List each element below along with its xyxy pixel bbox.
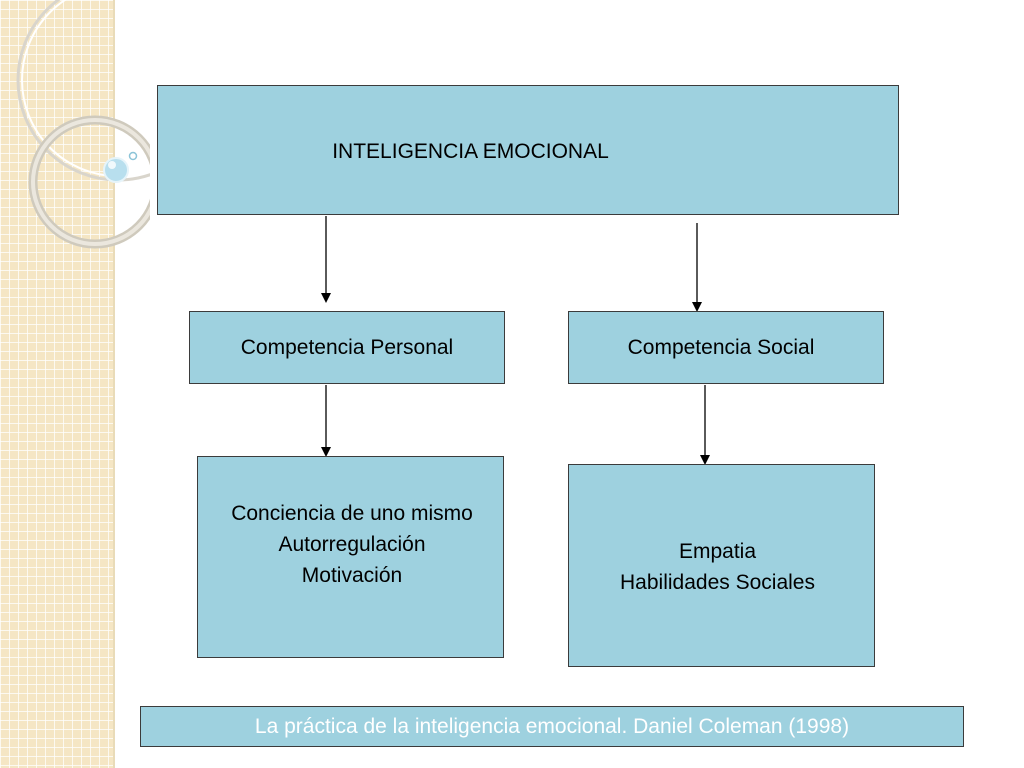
- citation-text: La práctica de la inteligencia emocional…: [254, 715, 850, 738]
- competencia-personal-box: Competencia Personal: [189, 311, 505, 384]
- competencia-social-label: Competencia Social: [627, 336, 815, 359]
- bubble-small: [128, 151, 138, 161]
- item-motivacion: Motivación: [301, 564, 403, 587]
- item-autorregulacion: Autorregulación: [278, 533, 426, 556]
- item-habilidades-sociales: Habilidades Sociales: [620, 571, 815, 594]
- bubble-large-shine: [108, 161, 116, 169]
- root-box: INTELIGENCIA EMOCIONAL: [157, 85, 899, 215]
- competencia-social-box: Competencia Social: [568, 311, 884, 384]
- personal-items-box: Conciencia de uno mismo Autorregulación …: [197, 456, 504, 658]
- social-items-box: Empatia Habilidades Sociales: [568, 464, 875, 667]
- citation-bar: La práctica de la inteligencia emocional…: [140, 706, 964, 747]
- item-conciencia: Conciencia de uno mismo: [231, 502, 473, 525]
- root-label: INTELIGENCIA EMOCIONAL: [332, 140, 609, 163]
- item-empatia: Empatia: [678, 540, 757, 563]
- middle-ring-highlight: [31, 118, 150, 246]
- decorative-rings: [16, 0, 150, 249]
- competencia-personal-label: Competencia Personal: [240, 336, 454, 359]
